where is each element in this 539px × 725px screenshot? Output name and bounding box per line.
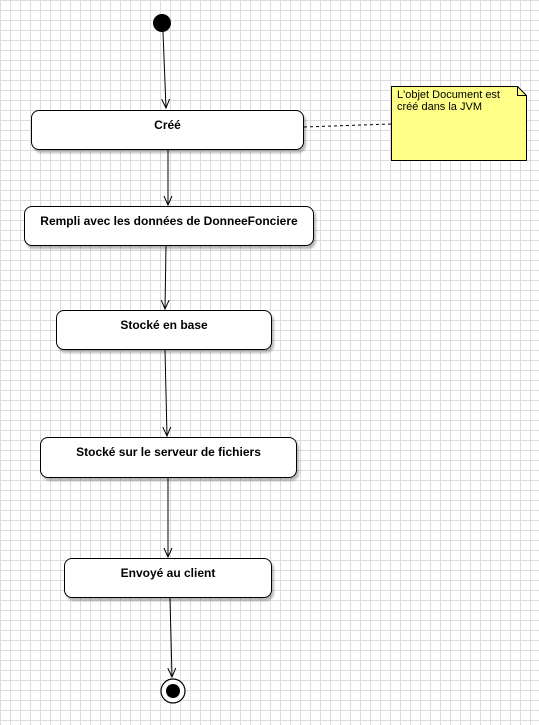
state-cree-label: Créé xyxy=(154,118,181,132)
note-shape xyxy=(391,86,527,161)
transition-rempli-to-stocke-base[interactable] xyxy=(165,245,166,309)
transition-stocke-base-to-stocke-serveur[interactable] xyxy=(165,349,167,436)
final-node-dot xyxy=(166,684,180,698)
note-text: L'objet Document est créé dans la JVM xyxy=(397,89,500,113)
note[interactable]: L'objet Document est créé dans la JVM xyxy=(391,86,527,161)
initial-node[interactable] xyxy=(153,14,171,32)
note-connector xyxy=(303,123,392,128)
state-rempli-label: Rempli avec les données de DonneeFoncier… xyxy=(40,214,298,228)
state-cree[interactable]: Créé xyxy=(31,110,304,150)
state-stocke-serveur[interactable]: Stocké sur le serveur de fichiers xyxy=(40,437,297,478)
state-rempli[interactable]: Rempli avec les données de DonneeFoncier… xyxy=(24,206,314,246)
state-envoye[interactable]: Envoyé au client xyxy=(64,558,272,598)
state-envoye-label: Envoyé au client xyxy=(120,566,216,580)
transition-envoye-to-end[interactable] xyxy=(170,597,172,677)
transition-start-to-cree[interactable] xyxy=(163,31,166,108)
state-stocke-base[interactable]: Stocké en base xyxy=(56,310,272,350)
state-stocke-base-label: Stocké en base xyxy=(120,318,208,332)
state-stocke-serveur-label: Stocké sur le serveur de fichiers xyxy=(76,445,261,459)
